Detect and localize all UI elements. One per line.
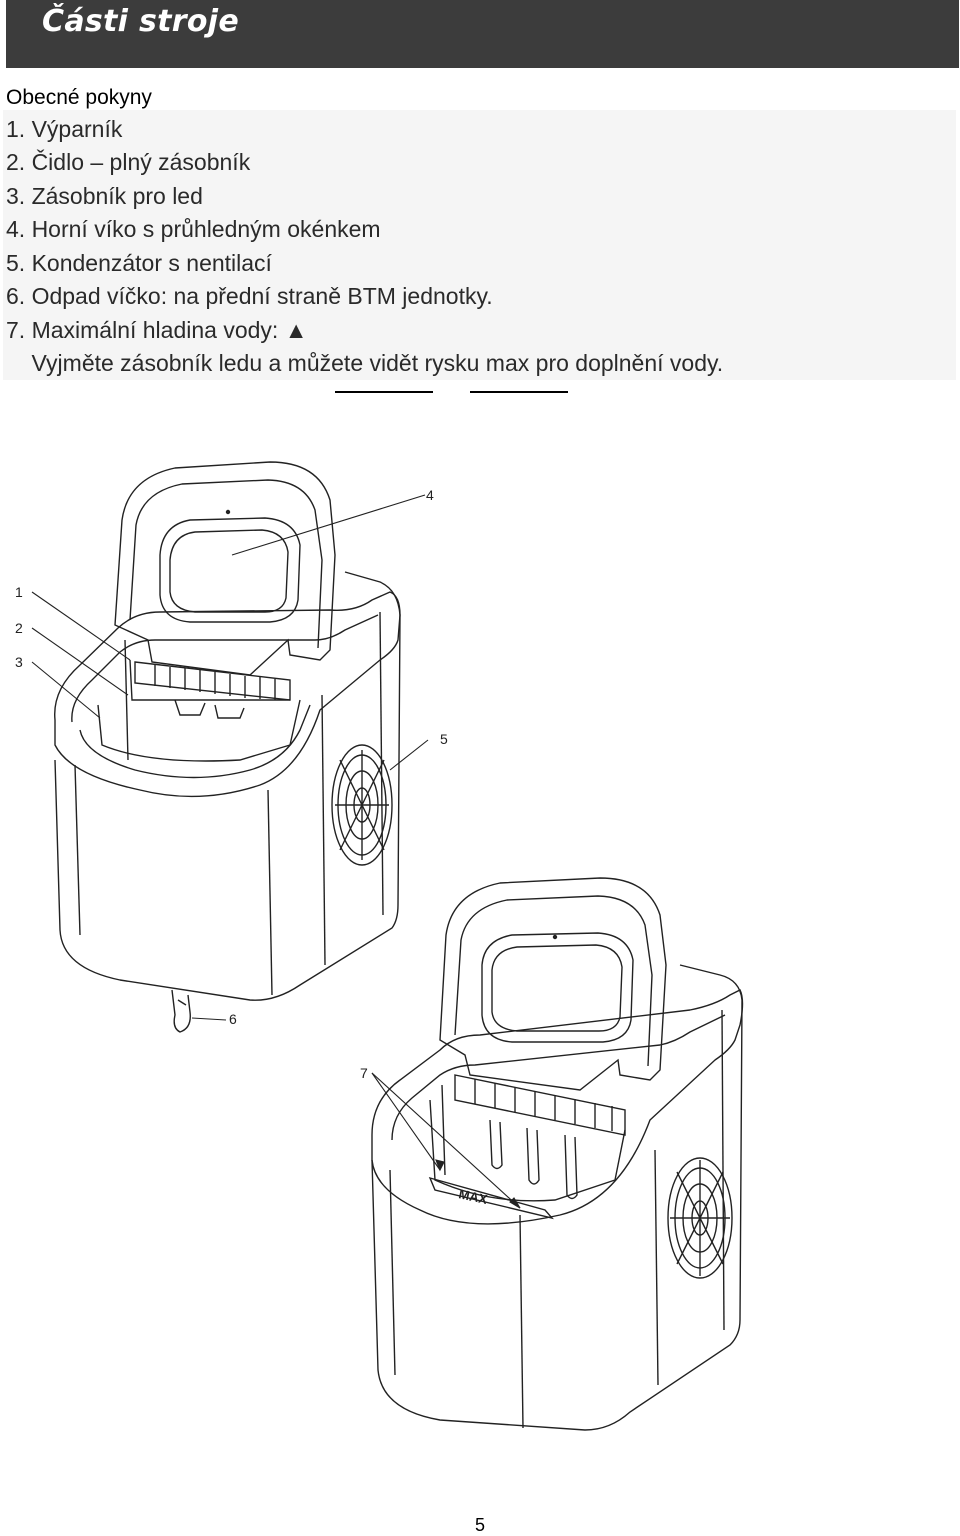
page-title: Části stroje bbox=[42, 4, 240, 39]
list-item: 1. Výparník bbox=[6, 116, 123, 142]
ice-maker-water-level-view bbox=[371, 877, 744, 1431]
underline-mark bbox=[335, 391, 433, 393]
list-item: 4. Horní víko s průhledným okénkem bbox=[6, 216, 381, 242]
callout-4: 4 bbox=[426, 487, 434, 503]
ice-maker-top-view bbox=[54, 461, 401, 1033]
callout-5: 5 bbox=[440, 731, 448, 747]
callout-6: 6 bbox=[229, 1011, 237, 1027]
list-item: 3. Zásobník pro led bbox=[6, 183, 203, 209]
list-item: Vyjměte zásobník ledu a můžete vidět rys… bbox=[6, 350, 724, 376]
parts-list bbox=[3, 110, 956, 380]
callout-3: 3 bbox=[15, 654, 23, 670]
page-number: 5 bbox=[474, 1515, 485, 1535]
list-item: 7. Maximální hladina vody: ▲ bbox=[6, 317, 308, 343]
underline-mark bbox=[470, 391, 568, 393]
header-bar: Části stroje bbox=[6, 0, 959, 68]
list-item: 6. Odpad víčko: na přední straně BTM jed… bbox=[6, 283, 493, 309]
callout-2: 2 bbox=[15, 620, 23, 636]
list-item: 5. Kondenzátor s nentilací bbox=[6, 250, 272, 276]
callout-1: 1 bbox=[15, 584, 23, 600]
ice-maker-illustration: 1 2 3 4 5 6 7 MAX bbox=[15, 461, 744, 1431]
list-item: 2. Čidlo – plný zásobník bbox=[6, 149, 251, 175]
max-label: MAX bbox=[457, 1186, 489, 1207]
callout-7: 7 bbox=[360, 1065, 368, 1081]
intro-heading: Obecné pokyny bbox=[6, 86, 152, 109]
callout-leaders bbox=[31, 494, 521, 1209]
